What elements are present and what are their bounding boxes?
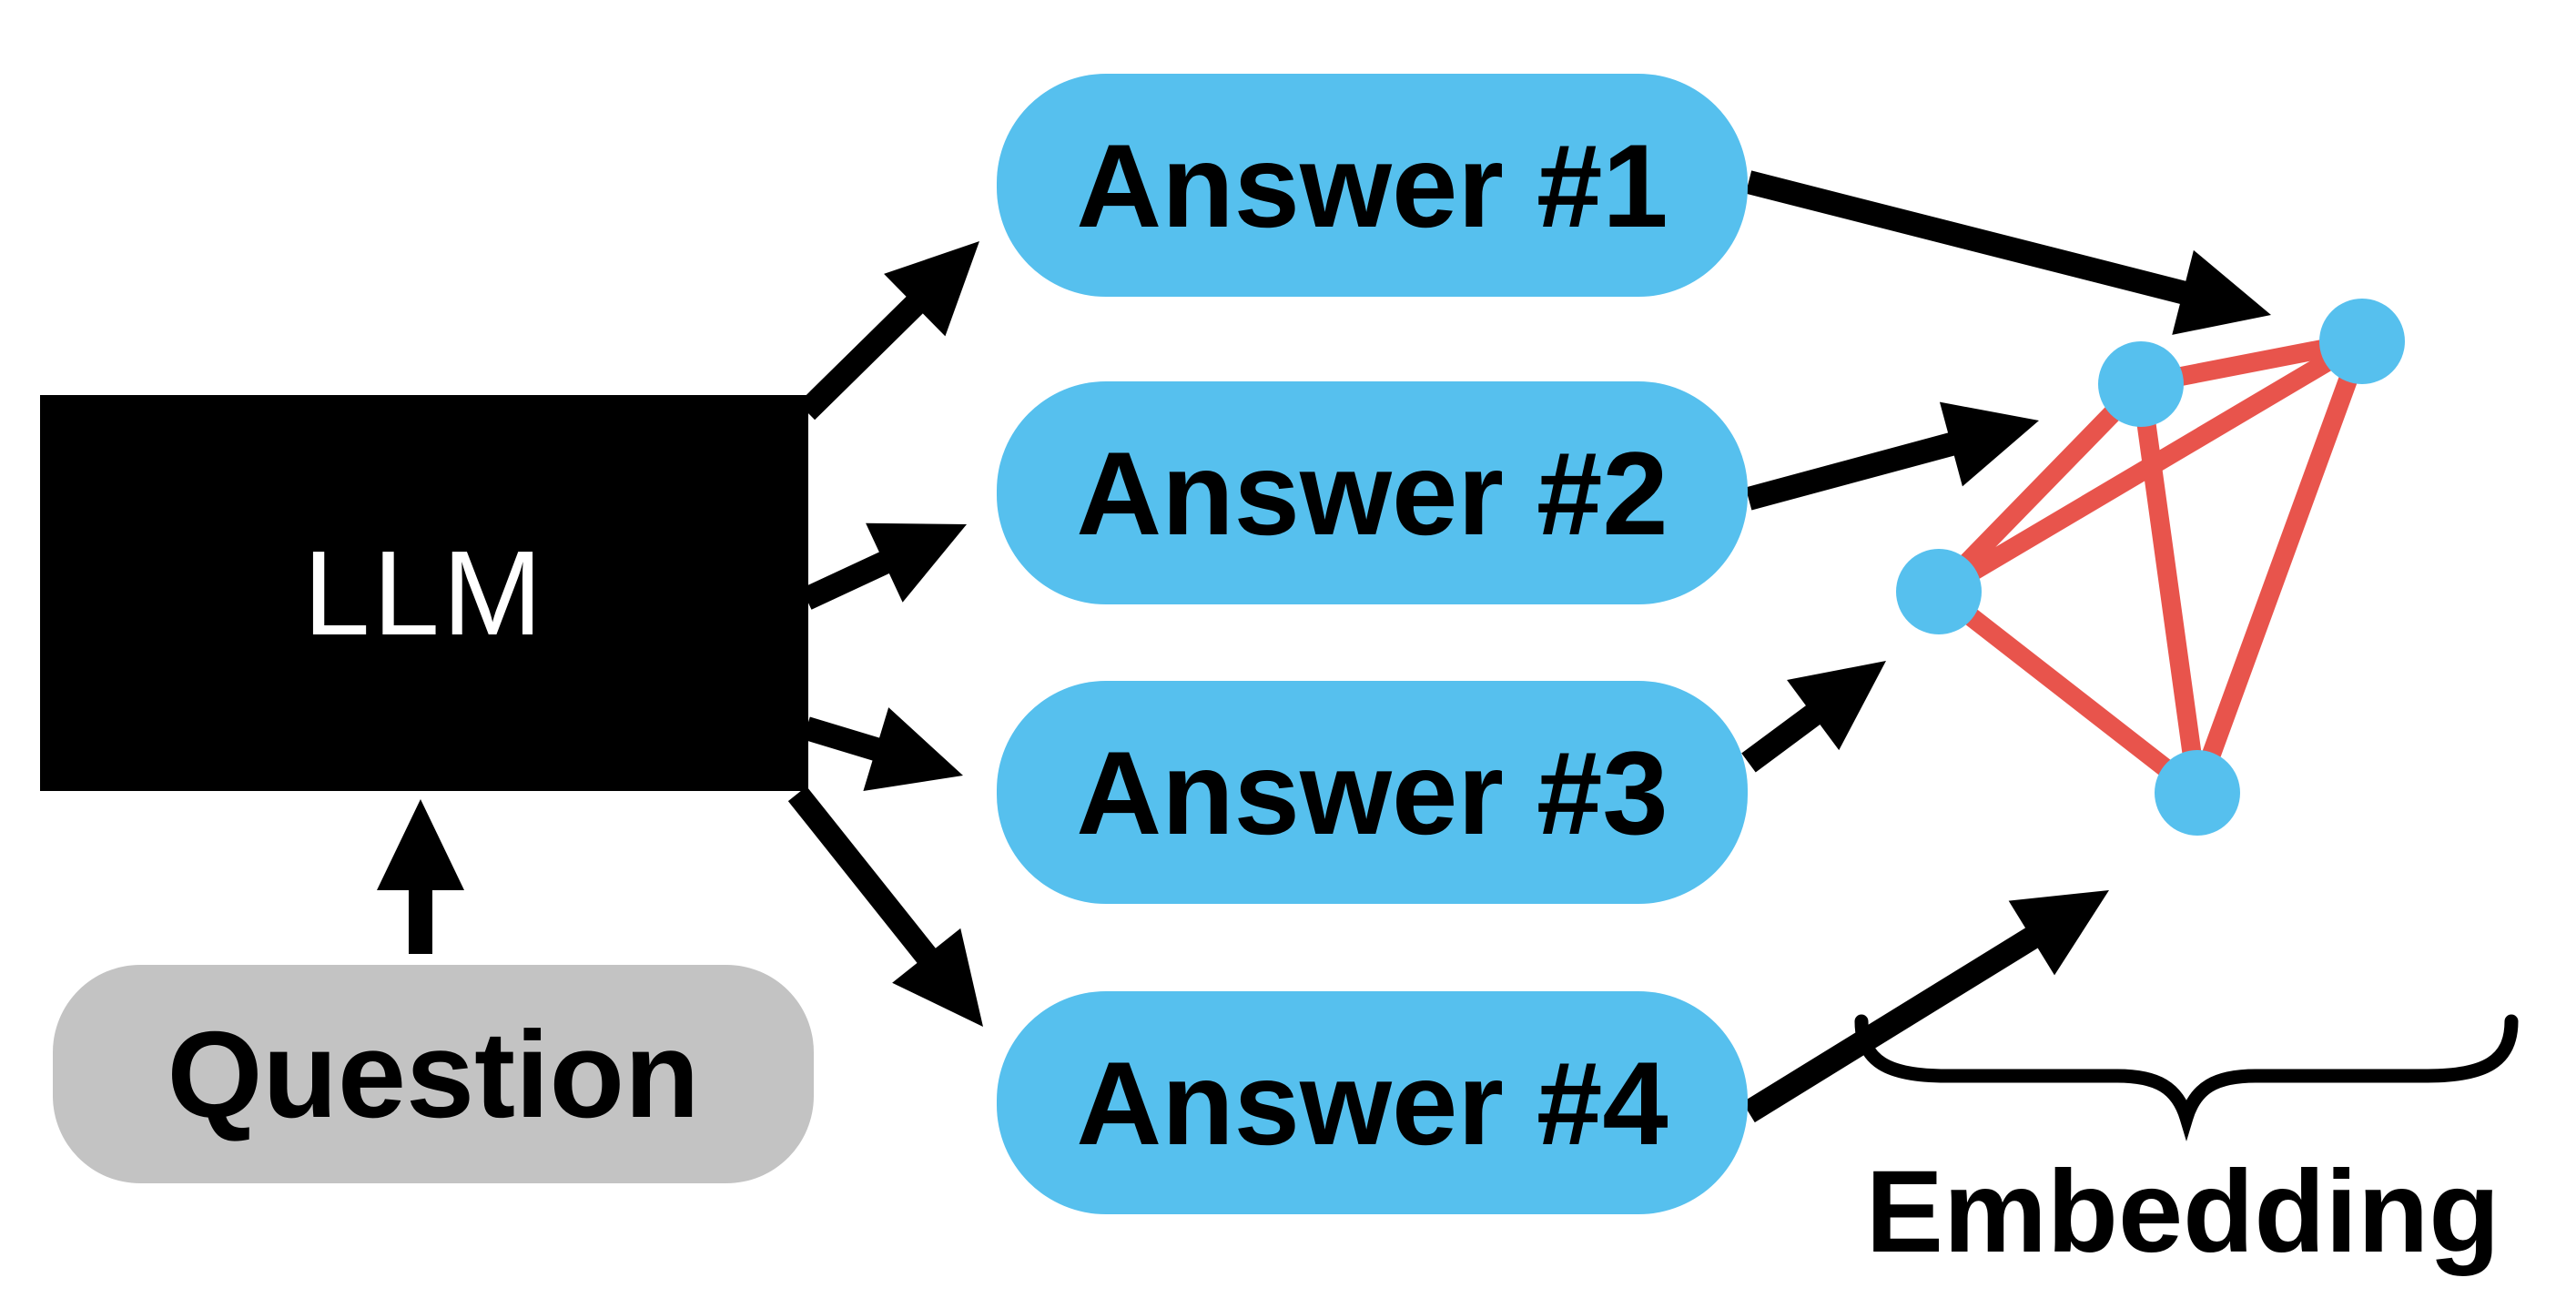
graph-nodes [1896, 299, 2405, 836]
arrow-llm-to-answer-4 [787, 786, 940, 969]
arrow-answer-4-to-graph-head [2008, 890, 2109, 976]
answer-pill-3: Answer #3 [997, 681, 1748, 904]
arrow-llm-to-answer-2-head [866, 522, 967, 603]
graph-node-4 [2155, 750, 2240, 836]
arrow-llm-to-answer-2 [801, 549, 897, 610]
answer-pill-2: Answer #2 [997, 381, 1748, 604]
question-pill: Question [53, 965, 814, 1183]
embedding-label: Embedding [1865, 1147, 2500, 1277]
graph-edge-c-b [1929, 374, 2151, 602]
answer-pill-1: Answer #1 [997, 74, 1748, 297]
arrow-answer-4-to-graph [1742, 924, 2044, 1123]
graph-edge-c-d [1929, 582, 2207, 803]
arrow-llm-to-answer-1 [797, 291, 928, 421]
arrow-answer-2-to-graph [1745, 431, 1962, 511]
graph-node-1 [2319, 299, 2405, 384]
arrow-llm-to-answer-4-head [892, 928, 983, 1027]
graph-edge-b-d [2131, 374, 2207, 803]
llm-label: LLM [303, 526, 545, 660]
question-label: Question [167, 1005, 700, 1143]
answer-1-label: Answer #1 [1076, 118, 1668, 252]
arrow-answer-1-to-graph-head [2172, 249, 2271, 335]
arrow-question-to-llm-head [377, 799, 464, 890]
arrow-llm-to-answer-3-head [863, 707, 963, 792]
arrow-answer-2-to-graph-head [1939, 401, 2039, 487]
arrow-llm-to-answer-3 [803, 716, 887, 763]
embedding-brace-icon [1854, 1014, 2519, 1141]
answer-4-label: Answer #4 [1076, 1036, 1668, 1170]
answer-3-label: Answer #3 [1076, 725, 1668, 859]
answer-2-label: Answer #2 [1076, 426, 1668, 560]
graph-node-3 [1896, 549, 1982, 634]
arrow-answer-3-to-graph-head [1787, 661, 1886, 751]
llm-box: LLM [40, 395, 808, 791]
answer-pill-4: Answer #4 [997, 991, 1748, 1214]
arrow-answer-1-to-graph [1745, 170, 2194, 306]
arrow-answer-3-to-graph [1741, 701, 1826, 773]
graph-edges [1929, 331, 2372, 803]
arrow-llm-to-answer-1-head [884, 241, 979, 337]
arrows [377, 170, 2271, 1123]
graph-node-2 [2098, 341, 2184, 427]
graph-edge-a-d [2187, 331, 2372, 803]
